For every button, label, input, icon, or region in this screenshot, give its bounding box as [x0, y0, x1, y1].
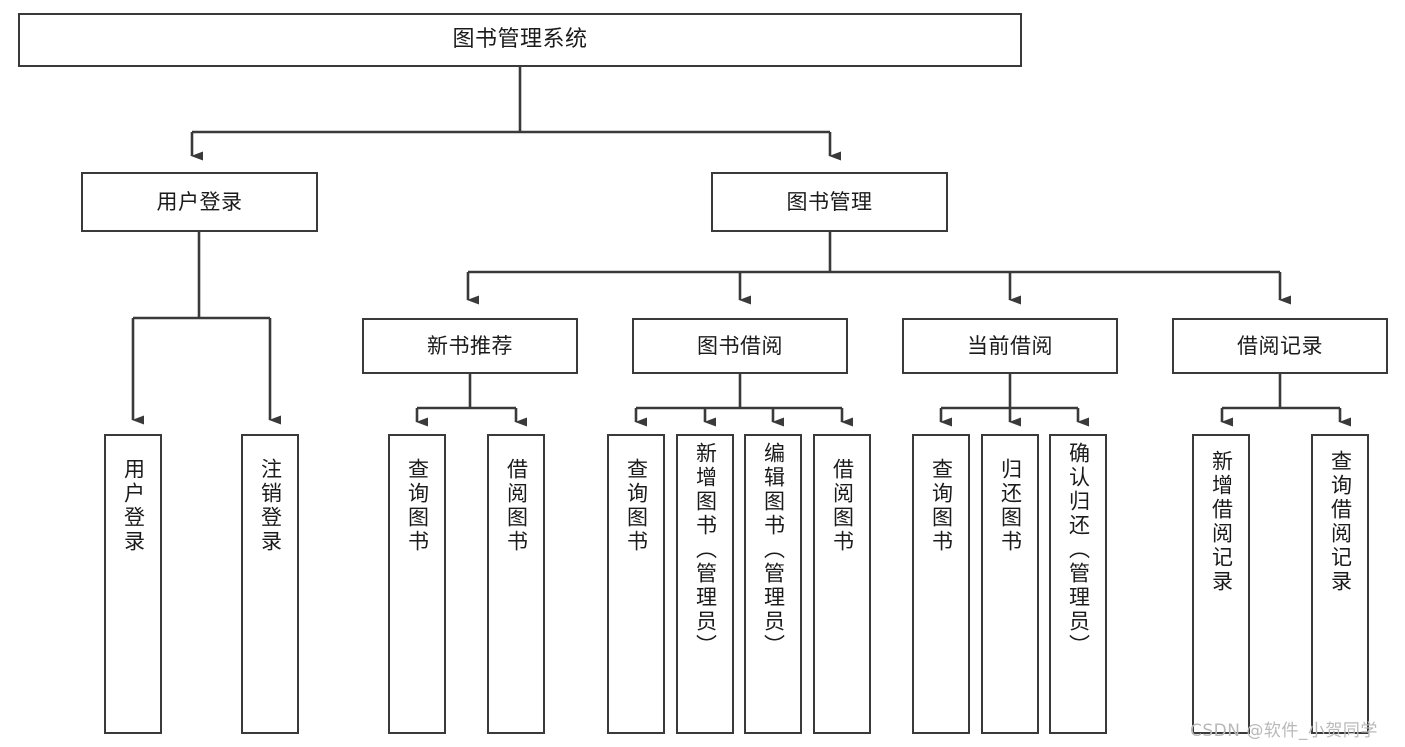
leaf-query-borrow-record[interactable]: 查询借阅记录: [1311, 434, 1369, 734]
node-label: 借阅图书: [504, 458, 529, 554]
leaf-query-book-current[interactable]: 查询图书: [912, 434, 970, 734]
leaf-add-book-admin[interactable]: 新增图书（管理员）: [676, 434, 734, 734]
node-label: 用户登录: [121, 458, 146, 554]
node-label: 查询图书: [405, 458, 430, 554]
node-label: 借阅记录: [1237, 333, 1323, 358]
node-label: 新增借阅记录: [1209, 450, 1234, 594]
node-label: 编辑图书（管理员）: [761, 442, 786, 658]
leaf-add-borrow-record[interactable]: 新增借阅记录: [1192, 434, 1250, 734]
leaf-confirm-return-admin[interactable]: 确认归还（管理员）: [1049, 434, 1107, 734]
node-book-borrow[interactable]: 图书借阅: [632, 318, 848, 374]
node-label: 注销登录: [258, 458, 283, 554]
leaf-borrow-book-borrow[interactable]: 借阅图书: [813, 434, 871, 734]
node-current-borrow[interactable]: 当前借阅: [902, 318, 1118, 374]
leaf-borrow-book-recommend[interactable]: 借阅图书: [487, 434, 545, 734]
node-label: 查询图书: [624, 458, 649, 554]
leaf-edit-book-admin[interactable]: 编辑图书（管理员）: [744, 434, 802, 734]
node-label: 图书借阅: [697, 333, 783, 358]
node-label: 新增图书（管理员）: [693, 442, 718, 658]
node-label: 新书推荐: [427, 333, 513, 358]
node-label: 归还图书: [998, 458, 1023, 554]
csdn-watermark: CSDN @软件_小贺同学: [1190, 721, 1378, 741]
node-label: 查询借阅记录: [1328, 450, 1353, 594]
node-label: 确认归还（管理员）: [1066, 442, 1091, 658]
leaf-logout[interactable]: 注销登录: [241, 434, 299, 734]
node-label: 图书管理: [786, 189, 873, 214]
node-borrow-records[interactable]: 借阅记录: [1172, 318, 1388, 374]
node-root-library-management-system[interactable]: 图书管理系统: [18, 13, 1022, 67]
node-label: 图书管理系统: [452, 27, 588, 53]
leaf-return-book[interactable]: 归还图书: [981, 434, 1039, 734]
node-book-management[interactable]: 图书管理: [711, 172, 948, 232]
leaf-user-login[interactable]: 用户登录: [104, 434, 162, 734]
node-user-login[interactable]: 用户登录: [81, 172, 318, 232]
node-new-book-recommendation[interactable]: 新书推荐: [362, 318, 578, 374]
leaf-query-book-recommend[interactable]: 查询图书: [388, 434, 446, 734]
node-label: 借阅图书: [830, 458, 855, 554]
node-label: 用户登录: [156, 189, 243, 214]
node-label: 查询图书: [929, 458, 954, 554]
leaf-query-book-borrow[interactable]: 查询图书: [607, 434, 665, 734]
node-label: 当前借阅: [967, 333, 1053, 358]
